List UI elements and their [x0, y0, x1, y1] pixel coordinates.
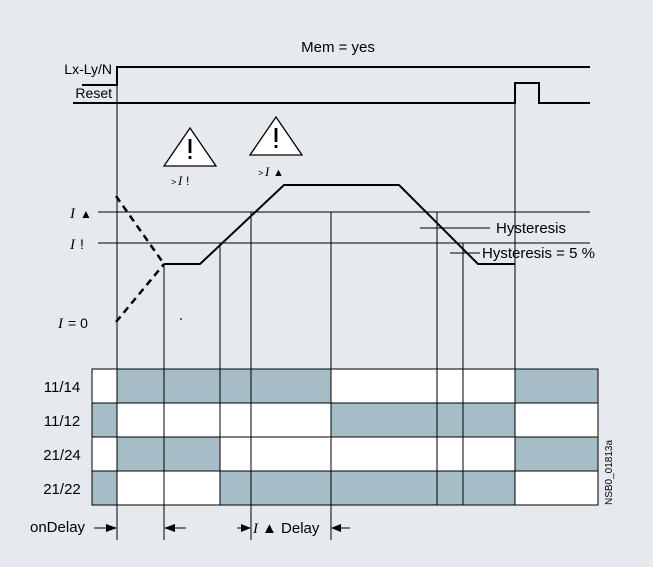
contact-state-cell	[220, 471, 515, 505]
hysteresis-5-label: Hysteresis = 5 %	[482, 245, 595, 262]
svg-text:▲: ▲	[80, 207, 92, 221]
mem-label: Mem = yes	[301, 39, 375, 56]
i-delay-label: I ▲ Delay	[252, 520, 320, 537]
svg-text:▲ Delay: ▲ Delay	[262, 520, 320, 537]
svg-text:▲: ▲	[273, 167, 284, 179]
hysteresis-label: Hysteresis	[496, 220, 566, 237]
current-curve	[164, 184, 515, 265]
svg-text:I: I	[69, 237, 76, 253]
current-dashed-drop	[114, 195, 166, 265]
i-zero-label: I = 0	[57, 315, 88, 332]
svg-text:= 0: = 0	[68, 315, 88, 331]
svg-text:I: I	[264, 164, 270, 179]
contact-row-label: 11/14	[44, 379, 80, 396]
contact-state-cell	[117, 369, 331, 403]
overcurrent-warning-label: > I !	[171, 173, 189, 188]
svg-text:I: I	[252, 521, 259, 537]
contact-state-cell	[515, 437, 598, 471]
on-delay-end-arrow	[164, 524, 186, 532]
contact-state-cell	[92, 403, 117, 437]
contact-row-label: 11/12	[44, 413, 80, 430]
svg-text:>: >	[171, 177, 176, 187]
on-delay-arrow	[94, 524, 117, 532]
contact-state-cell	[331, 403, 515, 437]
signal-reset-line	[73, 82, 590, 104]
contact-row-label: 21/22	[43, 481, 81, 498]
contact-state-cell	[92, 471, 117, 505]
svg-text:I: I	[57, 316, 64, 332]
marker-dot	[180, 318, 182, 320]
i-warn-label: I !	[69, 236, 84, 253]
on-delay-label: onDelay	[30, 519, 86, 536]
signal-reset-label: Reset	[75, 85, 112, 101]
figure-code: NSB0_01813a	[604, 440, 615, 505]
svg-text:!: !	[80, 236, 84, 252]
contact-state-cell	[515, 369, 598, 403]
warning-triangle-icon	[248, 115, 304, 156]
i-up-label: I ▲	[69, 206, 92, 222]
threshold-warning-label: > I ▲	[258, 164, 284, 179]
i-delay-end-arrow	[331, 524, 350, 532]
contact-row-label: 21/24	[43, 447, 81, 464]
svg-text:I: I	[177, 173, 183, 188]
contact-table	[91, 368, 599, 506]
timing-lines	[116, 67, 516, 540]
contact-state-cell	[117, 437, 220, 471]
warning-triangle-icon	[162, 126, 218, 167]
signal-lx-label: Lx-Ly/N	[64, 61, 112, 77]
svg-text:I: I	[69, 206, 76, 222]
svg-text:>: >	[258, 168, 263, 178]
i-delay-start-arrow	[237, 524, 251, 532]
current-dashed-rise	[115, 263, 165, 323]
svg-text:!: !	[186, 174, 189, 188]
